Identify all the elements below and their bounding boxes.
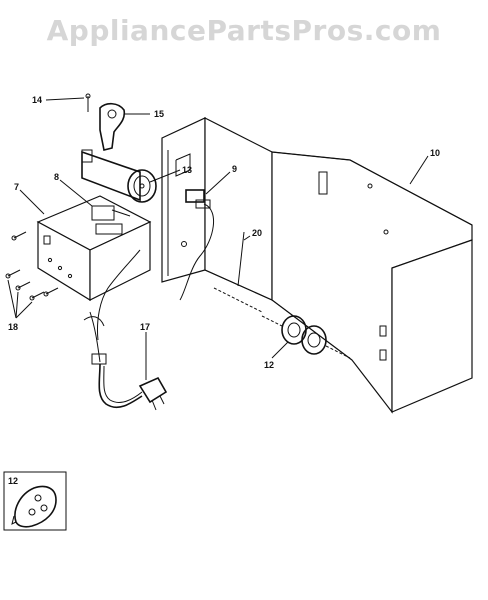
grommets <box>261 315 351 359</box>
inset-callout-12: 12 <box>8 476 18 486</box>
callout-20: 20 <box>252 228 262 238</box>
callout-8: 8 <box>54 172 59 182</box>
callout-15: 15 <box>154 109 164 119</box>
callout-leaders <box>19 97 429 380</box>
fan-motor-assembly <box>81 93 157 203</box>
rod-part <box>213 231 263 313</box>
callout-18: 18 <box>8 322 18 332</box>
switch-and-wiring <box>83 189 215 363</box>
callout-7: 7 <box>14 182 19 192</box>
callout-9: 9 <box>232 164 237 174</box>
callout-10: 10 <box>430 148 440 158</box>
callout-17: 17 <box>140 322 150 332</box>
callout-14: 14 <box>32 95 42 105</box>
watermark: AppliancePartsPros.com <box>46 14 442 47</box>
callout-13: 13 <box>182 165 192 175</box>
inset-detail-box <box>3 471 67 531</box>
control-box <box>11 195 152 302</box>
cabinet-housing <box>161 117 473 414</box>
power-cord <box>91 353 168 411</box>
screws-group <box>5 269 59 319</box>
callout-12: 12 <box>264 360 274 370</box>
